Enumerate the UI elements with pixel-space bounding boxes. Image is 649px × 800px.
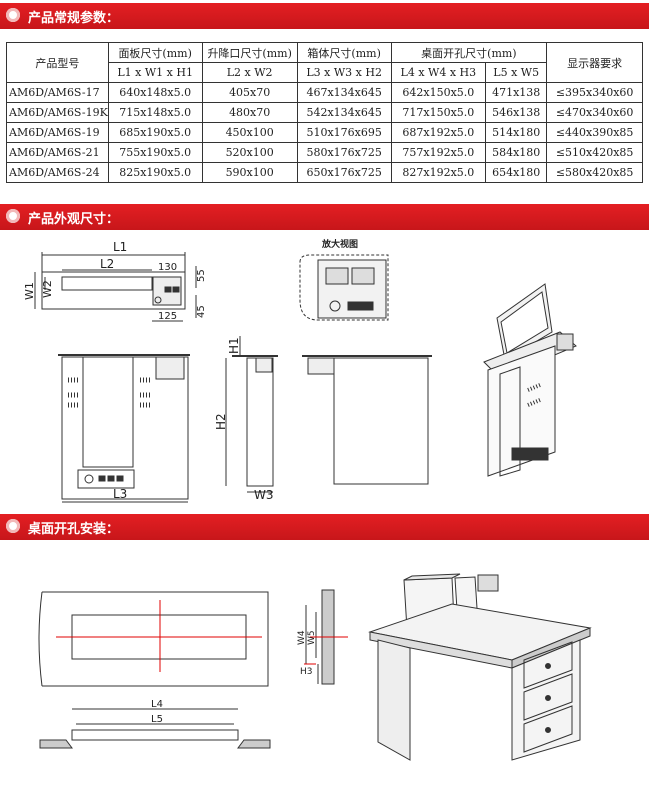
- section-banner-dims: 产品外观尺寸：: [0, 204, 649, 230]
- zoom-view: [299, 254, 389, 321]
- cell-model: AM6D/AM6S-19: [6, 122, 109, 143]
- dim-L4: L4: [151, 699, 163, 710]
- cell: 642x150x5.0: [390, 82, 487, 103]
- cell: ≤510x420x85: [546, 142, 643, 163]
- spec-table: 产品型号 面板尺寸(mm) 升降口尺寸(mm) 箱体尺寸(mm) 桌面开孔尺寸(…: [6, 42, 643, 183]
- cell: 471x138: [485, 82, 548, 103]
- table-header-row: 产品型号 面板尺寸(mm) 升降口尺寸(mm) 箱体尺寸(mm) 桌面开孔尺寸(…: [6, 42, 643, 83]
- cell: 546x138: [485, 102, 548, 123]
- table-row: AM6D/AM6S-17 640x148x5.0 405x70 467x134x…: [6, 82, 643, 103]
- dim-L3: L3: [113, 487, 127, 501]
- cell: 520x100: [201, 142, 298, 163]
- cell: 715x148x5.0: [107, 102, 203, 123]
- dim-W1: W1: [23, 282, 36, 300]
- product-3d-view: [483, 283, 577, 477]
- front-view: [58, 354, 190, 503]
- section-banner-install: 桌面开孔安装：: [0, 514, 649, 540]
- cell: 717x150x5.0: [390, 102, 487, 123]
- cell: 542x134x645: [296, 102, 392, 123]
- cell: 650x176x725: [296, 162, 392, 183]
- cell: ≤580x420x85: [546, 162, 643, 183]
- cell: 687x192x5.0: [390, 122, 487, 143]
- dim-125: 125: [158, 311, 177, 322]
- sub-header: L5 x W5: [485, 62, 548, 83]
- dim-W3: W3: [254, 488, 274, 502]
- cell: ≤395x340x60: [546, 82, 643, 103]
- cell: 825x190x5.0: [107, 162, 203, 183]
- section-title-dims: 产品外观尺寸：: [28, 212, 120, 227]
- dim-45: 45: [196, 305, 207, 318]
- dim-H1: H1: [227, 337, 241, 354]
- cell: 590x100: [201, 162, 298, 183]
- back-view: [302, 355, 432, 485]
- cell-model: AM6D/AM6S-21: [6, 142, 109, 163]
- table-row: AM6D/AM6S-21 755x190x5.0 520x100 580x176…: [6, 142, 643, 163]
- dim-W5: W5: [307, 630, 317, 645]
- section-title-install: 桌面开孔安装：: [28, 522, 120, 537]
- group-header: 箱体尺寸(mm): [296, 42, 392, 63]
- dim-W4: W4: [297, 630, 307, 645]
- section-title-params: 产品常规参数：: [28, 11, 120, 26]
- cell: ≤440x390x85: [546, 122, 643, 143]
- cell: 467x134x645: [296, 82, 392, 103]
- dim-W2: W2: [41, 280, 54, 298]
- table-row: AM6D/AM6S-19K 715x148x5.0 480x70 542x134…: [6, 102, 643, 123]
- sub-header: L2 x W2: [201, 62, 298, 83]
- cutout-side-section: [304, 589, 348, 685]
- cell: 640x148x5.0: [107, 82, 203, 103]
- dim-L5: L5: [151, 714, 163, 725]
- panel-top-view: [34, 252, 197, 322]
- dim-H3: H3: [300, 667, 313, 677]
- bullet-icon: [6, 8, 20, 22]
- group-header: 桌面开孔尺寸(mm): [390, 42, 548, 63]
- cell: 654x180: [485, 162, 548, 183]
- cell: 827x192x5.0: [390, 162, 487, 183]
- section-banner-params: 产品常规参数：: [0, 3, 649, 29]
- model-header: 产品型号: [6, 42, 109, 83]
- group-header: 面板尺寸(mm): [107, 42, 203, 63]
- side-view: [225, 336, 278, 493]
- display-header: 显示器要求: [546, 42, 643, 83]
- table-row: AM6D/AM6S-24 825x190x5.0 590x100 650x176…: [6, 162, 643, 183]
- dim-L1: L1: [113, 240, 127, 254]
- dim-55: 55: [196, 269, 207, 282]
- cutout-plan: [38, 591, 269, 687]
- dim-L2: L2: [100, 257, 114, 271]
- cutout-section: [39, 708, 271, 749]
- bullet-icon: [6, 209, 20, 223]
- desk-3d-view: [368, 573, 592, 761]
- dim-H2: H2: [214, 413, 228, 430]
- bullet-icon: [6, 519, 20, 533]
- zoom-view-label: 放大视图: [321, 238, 358, 250]
- dim-130: 130: [158, 262, 177, 273]
- cell-model: AM6D/AM6S-24: [6, 162, 109, 183]
